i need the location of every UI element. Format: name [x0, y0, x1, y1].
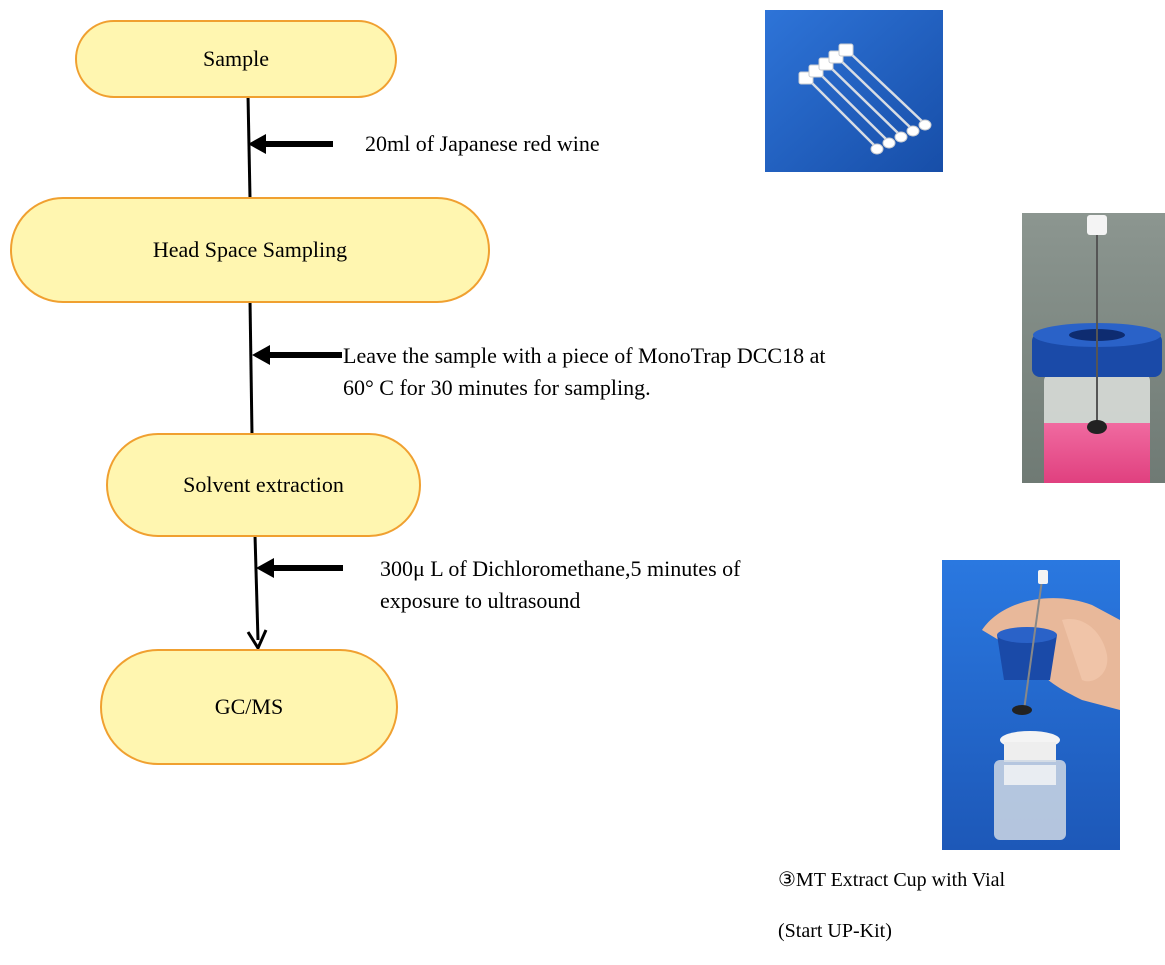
photo-monotrap-pins	[765, 10, 943, 172]
connector-line-1	[246, 94, 252, 199]
note-sampling-conditions: Leave the sample with a piece of MonoTra…	[343, 340, 825, 404]
side-arrow-3	[256, 558, 343, 578]
note-wine-volume-line: 20ml of Japanese red wine	[365, 131, 600, 156]
step-sample-label: Sample	[203, 46, 269, 71]
photo-vial-wine	[1022, 213, 1165, 483]
note-wine-volume: 20ml of Japanese red wine	[365, 128, 600, 160]
photo-caption-line-2: (Start UP-Kit)	[778, 920, 892, 942]
connector-line-3	[253, 534, 260, 641]
note-sampling-line-2: 60° C for 30 minutes for sampling.	[343, 375, 651, 400]
down-arrowhead	[246, 629, 268, 652]
step-solvent-extraction-label: Solvent extraction	[183, 472, 344, 497]
step-gcms: GC/MS	[100, 649, 398, 765]
step-head-space-sampling-label: Head Space Sampling	[152, 237, 348, 262]
note-extraction-conditions: 300μ L of Dichloromethane,5 minutes of e…	[380, 553, 740, 617]
step-head-space-sampling: Head Space Sampling	[10, 197, 490, 303]
step-sample: Sample	[75, 20, 397, 98]
note-sampling-line-1: Leave the sample with a piece of MonoTra…	[343, 343, 826, 368]
side-arrow-1	[248, 134, 333, 154]
side-arrow-2	[252, 345, 342, 365]
connector-line-2	[248, 299, 254, 436]
photo-extract-cup-vial	[942, 560, 1120, 850]
note-extraction-line-2: exposure to ultrasound	[380, 588, 581, 613]
step-gcms-label: GC/MS	[214, 694, 284, 719]
step-solvent-extraction: Solvent extraction	[106, 433, 421, 537]
photo-caption-line-1: ③MT Extract Cup with Vial	[778, 869, 1006, 891]
note-extraction-line-1: 300μ L of Dichloromethane,5 minutes of	[380, 556, 741, 581]
